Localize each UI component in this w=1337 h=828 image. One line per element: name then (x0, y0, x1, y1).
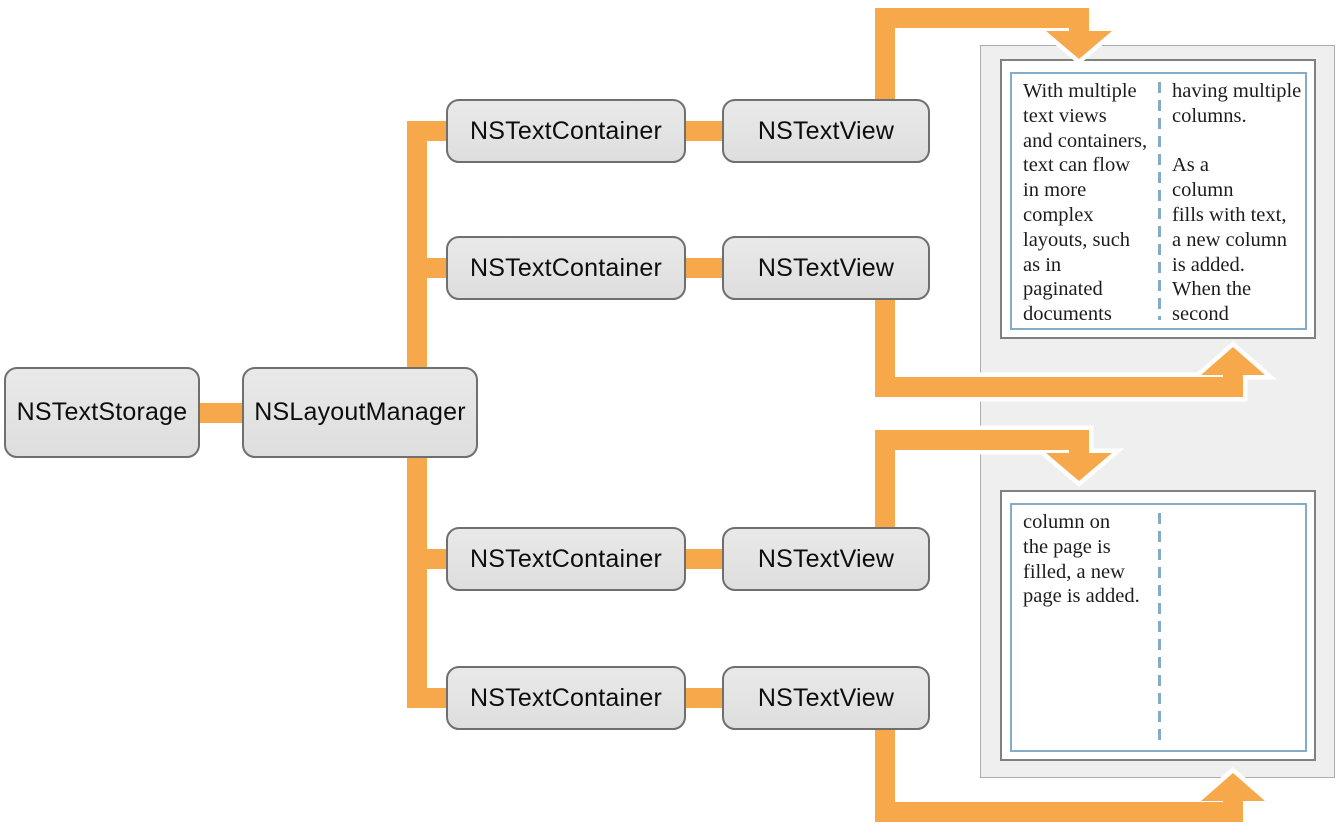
column-divider-2 (1158, 513, 1161, 742)
node-nstextview-4: NSTextView (722, 666, 930, 730)
column-divider-1 (1158, 82, 1161, 320)
container-to-view-links (684, 121, 726, 708)
text-frame-1: With multiple text views and containers,… (1010, 72, 1307, 330)
page2-column-right (1172, 510, 1318, 746)
node-nstextview-1: NSTextView (722, 99, 930, 163)
node-nslayoutmanager: NSLayoutManager (242, 367, 478, 458)
node-nstextcontainer-4: NSTextContainer (446, 666, 686, 730)
node-nstextcontainer-1: NSTextContainer (446, 99, 686, 163)
page-preview-2: column on the page is filled, a new page… (1000, 490, 1316, 761)
page-preview-1: With multiple text views and containers,… (1000, 59, 1316, 339)
page2-column-left: column on the page is filled, a new page… (1023, 511, 1140, 608)
node-nstextview-2: NSTextView (722, 236, 930, 300)
node-nstextcontainer-3: NSTextContainer (446, 527, 686, 591)
page-preview-panel: With multiple text views and containers,… (980, 45, 1335, 778)
page1-column-right: having multiple columns. As a column fil… (1172, 80, 1302, 324)
node-nstextview-3: NSTextView (722, 527, 930, 591)
node-nstextcontainer-2: NSTextContainer (446, 236, 686, 300)
page1-column-left: With multiple text views and containers,… (1023, 80, 1148, 324)
node-nstextstorage: NSTextStorage (4, 367, 200, 458)
text-frame-2: column on the page is filled, a new page… (1010, 503, 1307, 752)
